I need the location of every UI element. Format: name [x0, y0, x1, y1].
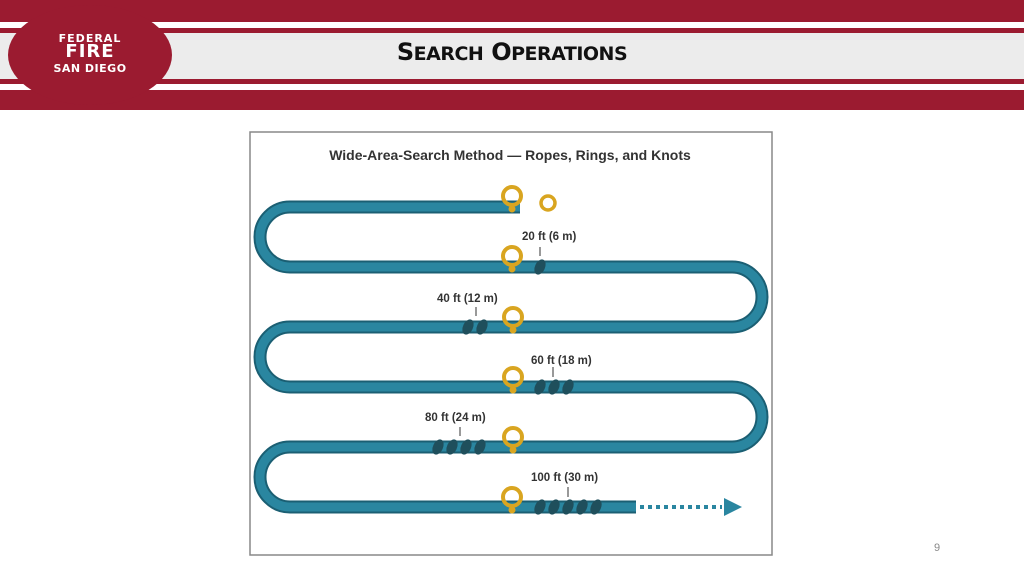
knot-group-40ft	[462, 319, 488, 335]
distance-label-40ft: 40 ft (12 m)	[437, 293, 498, 305]
ring-6	[501, 486, 523, 514]
logo-line-fire: FIRE	[65, 41, 115, 62]
knot-group-80ft	[432, 439, 486, 455]
knot-group-60ft	[534, 379, 574, 395]
distance-label-20ft: 20 ft (6 m)	[522, 231, 577, 243]
arrow-head-icon	[724, 498, 742, 516]
diagram-title: Wide-Area-Search Method — Ropes, Rings, …	[329, 147, 691, 163]
page-number: 9	[934, 542, 941, 554]
ring-4	[502, 366, 524, 394]
header-banner	[0, 0, 1024, 110]
distance-label-100ft: 100 ft (30 m)	[531, 472, 599, 484]
knot-group-100ft	[534, 499, 602, 515]
logo-line-federal: FEDERAL	[58, 32, 122, 45]
ring-3	[502, 306, 524, 334]
loose-ring-icon	[539, 194, 557, 212]
distance-label-80ft: 80 ft (24 m)	[425, 412, 486, 424]
distance-label-60ft: 60 ft (18 m)	[531, 355, 592, 367]
page-title: SEARCH OPERATIONS	[396, 38, 628, 66]
ring-5	[502, 426, 524, 454]
logo-badge	[8, 5, 172, 105]
logo-line-san-diego: SAN DIEGO	[53, 62, 127, 75]
ring-1	[501, 185, 523, 213]
ring-2	[501, 245, 523, 273]
search-diagram	[249, 131, 773, 556]
knot-group-20ft	[534, 259, 546, 275]
